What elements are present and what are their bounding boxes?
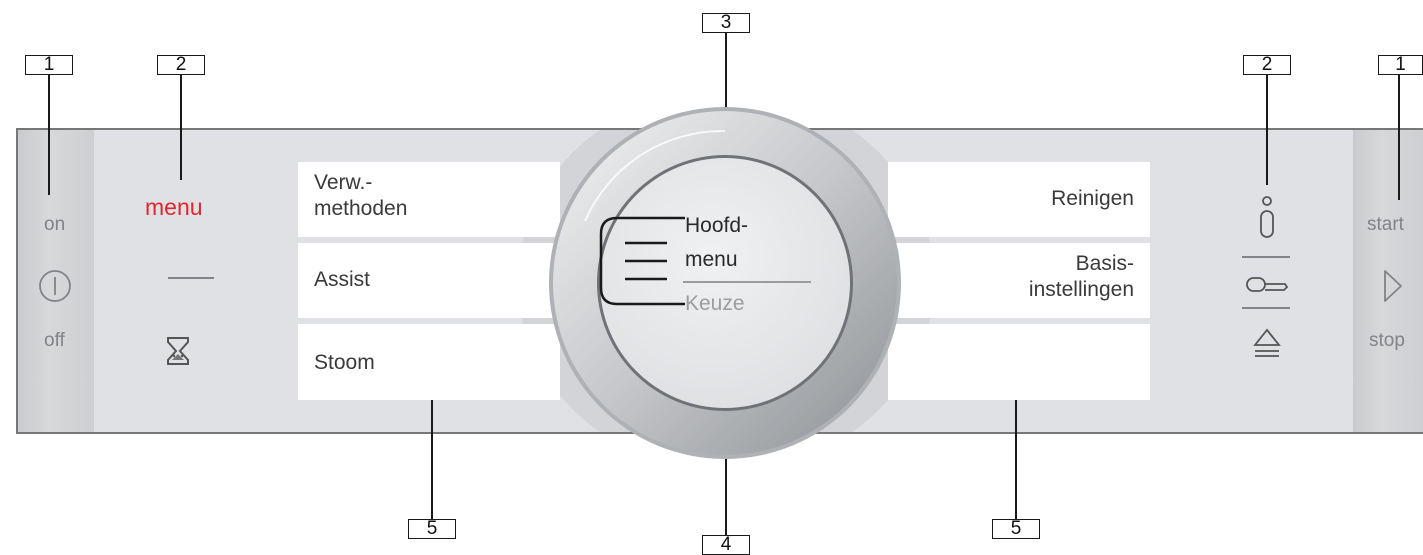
on-label: on: [44, 214, 66, 235]
callout-3-top: 3: [702, 13, 750, 33]
field-assist[interactable]: Assist: [298, 243, 560, 318]
field-verw-methoden[interactable]: Verw.- methoden: [298, 162, 560, 237]
door-open-icon[interactable]: [1252, 327, 1282, 364]
callout-5-left: 5: [408, 519, 456, 539]
menu-button[interactable]: menu: [145, 194, 203, 220]
info-icon[interactable]: [1257, 195, 1277, 244]
menu-lines-icon: [597, 216, 687, 311]
timer-hourglass-icon[interactable]: [165, 336, 191, 371]
leader-1-right: [1398, 75, 1400, 200]
leader-2-right: [1266, 75, 1268, 185]
leader-5-right: [1015, 395, 1017, 519]
callout-1-left: 1: [25, 55, 73, 75]
callout-1-right: 1: [1378, 55, 1423, 75]
dial-main-line2: menu: [685, 248, 738, 271]
callout-4-bottom: 4: [702, 535, 750, 555]
key-lock-icon[interactable]: [1245, 275, 1289, 300]
power-strip: [18, 130, 94, 432]
off-label: off: [44, 330, 65, 351]
leader-2-left: [180, 75, 182, 180]
play-triangle-icon[interactable]: [1382, 268, 1404, 309]
field-empty-right[interactable]: [888, 324, 1150, 400]
stop-label: stop: [1369, 330, 1405, 351]
field-stoom[interactable]: Stoom: [298, 324, 560, 400]
dial-main-line1: Hoofd-: [685, 214, 749, 237]
leader-1-left: [48, 75, 50, 195]
right-divider-2: [1242, 307, 1290, 309]
menu-divider: [168, 277, 214, 279]
leader-3-top: [725, 33, 727, 148]
callout-2-left: 2: [157, 55, 205, 75]
callout-2-right: 2: [1243, 55, 1291, 75]
dial-divider: [683, 281, 811, 283]
field-reinigen[interactable]: Reinigen: [888, 162, 1150, 237]
start-label: start: [1367, 214, 1404, 235]
dial-ring[interactable]: [545, 103, 905, 468]
right-divider-1: [1242, 256, 1290, 258]
field-basisinstellingen[interactable]: Basis- instellingen: [888, 243, 1150, 318]
dial-sub-label: Keuze: [685, 292, 745, 315]
start-stop-strip: [1353, 130, 1423, 432]
power-icon[interactable]: [37, 268, 73, 309]
leader-5-left: [431, 395, 433, 519]
callout-5-right: 5: [992, 519, 1040, 539]
